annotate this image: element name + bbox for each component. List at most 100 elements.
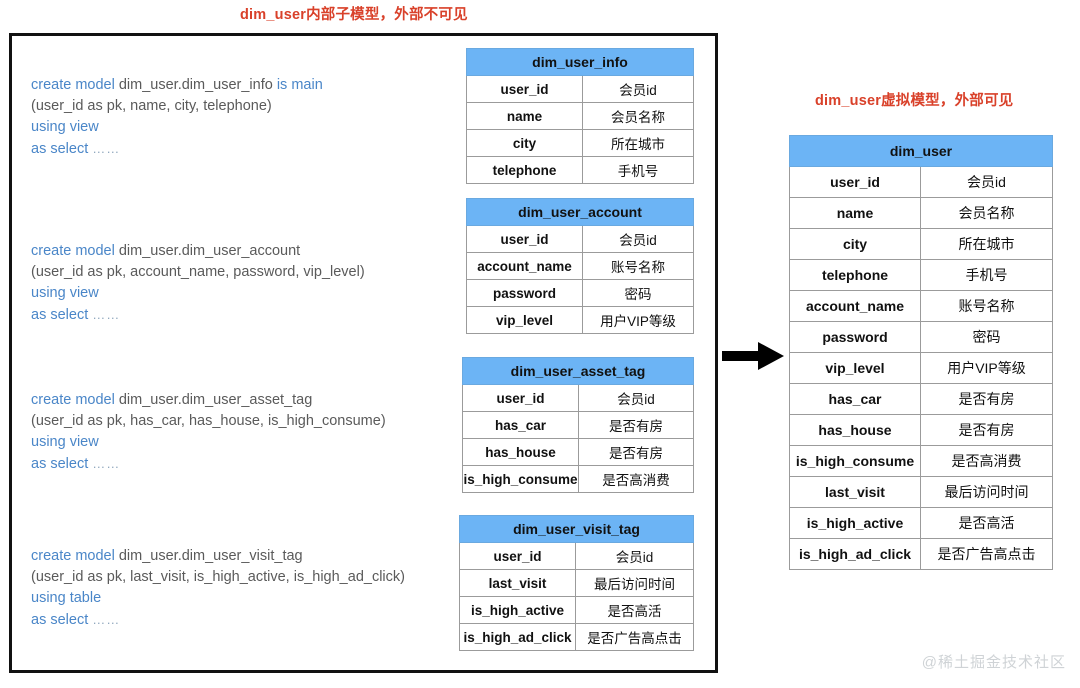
table-title: dim_user_asset_tag [462,357,694,385]
ddl-keyword-as-select: as select [31,307,93,323]
ddl-ellipsis: …… [92,141,121,156]
ddl-block-dim-user-asset-tag: create model dim_user.dim_user_asset_tag… [31,390,386,475]
field-name-cell: user_id [789,166,921,198]
field-desc-cell: 账号名称 [582,252,694,280]
ddl-keyword-create-model: create model [31,243,115,259]
ddl-line-as-select: as select …… [31,304,365,326]
table-title-row: dim_user [789,135,1053,167]
field-name-cell: city [789,228,921,260]
field-desc-cell: 账号名称 [920,290,1053,322]
table-title: dim_user [789,135,1053,167]
field-desc-cell: 用户VIP等级 [582,306,694,334]
field-desc-cell: 所在城市 [582,129,694,157]
field-name-cell: account_name [789,290,921,322]
field-name-cell: is_high_active [789,507,921,539]
ddl-line-columns: (user_id as pk, name, city, telephone) [31,98,272,114]
table-title-row: dim_user_visit_tag [459,515,694,543]
field-desc-cell: 最后访问时间 [920,476,1053,508]
field-desc-cell: 手机号 [582,156,694,184]
ddl-keyword-as-select: as select [31,456,93,472]
field-desc-cell: 是否有房 [578,411,694,439]
field-desc-cell: 是否有房 [578,438,694,466]
field-desc-cell: 会员id [575,542,694,570]
watermark: @稀土掘金技术社区 [921,654,1066,671]
virtual-model-caption: dim_user虚拟模型，外部可见 [815,93,1014,109]
ddl-line-create: create model dim_user.dim_user_asset_tag [31,390,386,411]
field-name-cell: has_car [789,383,921,415]
field-desc-cell: 是否有房 [920,414,1053,446]
field-name-cell: has_car [462,411,579,439]
ddl-model-name: dim_user.dim_user_visit_tag [114,548,303,564]
field-name-cell: is_high_consume [789,445,921,477]
field-name-cell: vip_level [789,352,921,384]
field-name-cell: is_high_ad_click [459,623,576,651]
field-desc-cell: 密码 [920,321,1053,353]
field-name-cell: password [789,321,921,353]
field-desc-cell: 是否高消费 [920,445,1053,477]
ddl-keyword-create-model: create model [31,392,115,408]
field-name-cell: telephone [789,259,921,291]
ddl-line-columns: (user_id as pk, account_name, password, … [31,264,365,280]
ddl-line-as-select: as select …… [31,609,405,631]
field-name-cell: name [466,102,583,130]
ddl-line-using: using view [31,434,99,450]
field-name-cell: user_id [466,225,583,253]
field-name-cell: is_high_active [459,596,576,624]
ddl-block-dim-user-visit-tag: create model dim_user.dim_user_visit_tag… [31,546,405,631]
field-name-cell: has_house [789,414,921,446]
ddl-block-dim-user-info: create model dim_user.dim_user_info is m… [31,75,323,160]
ddl-model-name: dim_user.dim_user_asset_tag [114,392,313,408]
ddl-ellipsis: …… [92,307,121,322]
ddl-keyword-as-select: as select [31,141,93,157]
field-desc-cell: 会员id [582,75,694,103]
field-desc-cell: 是否高活 [920,507,1053,539]
field-desc-cell: 最后访问时间 [575,569,694,597]
ddl-keyword-as-select: as select [31,612,93,628]
table-title: dim_user_info [466,48,694,76]
ddl-line-using: using view [31,285,99,301]
field-name-cell: is_high_ad_click [789,538,921,570]
ddl-block-dim-user-account: create model dim_user.dim_user_account(u… [31,241,365,326]
field-name-cell: city [466,129,583,157]
ddl-keyword-create-model: create model [31,548,115,564]
ddl-line-using: using table [31,590,102,606]
field-name-cell: last_visit [789,476,921,508]
field-desc-cell: 所在城市 [920,228,1053,260]
field-name-cell: name [789,197,921,229]
ddl-line-create: create model dim_user.dim_user_info is m… [31,75,323,96]
table-title: dim_user_visit_tag [459,515,694,543]
field-desc-cell: 是否高消费 [578,465,694,493]
field-name-cell: last_visit [459,569,576,597]
field-desc-cell: 手机号 [920,259,1053,291]
field-name-cell: telephone [466,156,583,184]
field-desc-cell: 是否高活 [575,596,694,624]
ddl-line-as-select: as select …… [31,453,386,475]
field-desc-cell: 是否有房 [920,383,1053,415]
field-desc-cell: 会员id [920,166,1053,198]
field-desc-cell: 用户VIP等级 [920,352,1053,384]
field-desc-cell: 是否广告高点击 [920,538,1053,570]
